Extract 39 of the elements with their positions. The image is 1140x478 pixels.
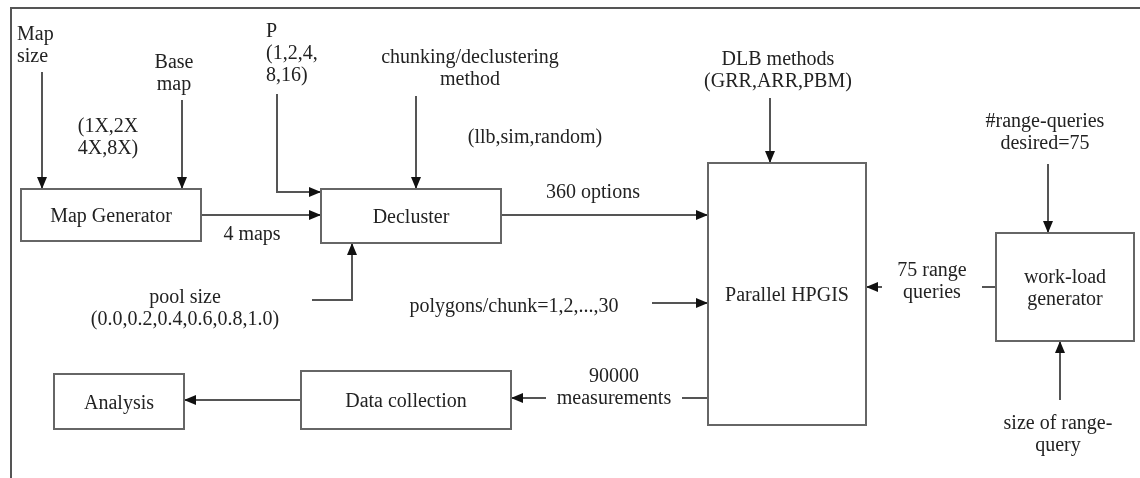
arrow bbox=[1043, 163, 1053, 233]
process-box bbox=[995, 232, 1135, 342]
input-label: chunking/declustering method bbox=[380, 45, 560, 89]
arrow bbox=[201, 210, 321, 220]
input-label: Base map bbox=[153, 50, 195, 94]
arrow bbox=[184, 395, 301, 405]
arrow bbox=[311, 243, 357, 301]
arrow bbox=[765, 97, 775, 163]
arrow bbox=[1055, 341, 1065, 401]
arrow bbox=[501, 210, 708, 220]
value-range-label: (llb,sim,random) bbox=[466, 125, 604, 147]
box-label: Parallel HPGIS bbox=[725, 283, 849, 305]
arrow bbox=[651, 298, 708, 308]
box-label: work-load generator bbox=[1022, 265, 1108, 309]
box-label: Decluster bbox=[372, 205, 450, 227]
input-label: (1,2,4, 8,16) bbox=[266, 41, 319, 85]
arrow bbox=[177, 99, 187, 189]
box-label: Data collection bbox=[345, 389, 467, 411]
edge-label: 4 maps bbox=[222, 222, 282, 244]
input-label: size of range-query bbox=[1002, 411, 1114, 455]
input-label: polygons/chunk=1,2,...,30 bbox=[409, 294, 619, 316]
process-box bbox=[320, 188, 502, 244]
process-box bbox=[53, 373, 185, 430]
arrow bbox=[276, 93, 321, 197]
process-box bbox=[707, 162, 867, 426]
process-box bbox=[20, 188, 202, 242]
input-label: (0.0,0.2,0.4,0.6,0.8,1.0) bbox=[90, 307, 280, 329]
input-label: P bbox=[266, 19, 278, 41]
edge-label: 360 options bbox=[545, 180, 641, 202]
input-label: #range-queries desired=75 bbox=[984, 109, 1106, 153]
arrow bbox=[37, 71, 47, 189]
process-box bbox=[300, 370, 512, 430]
value-range-label: (1X,2X 4X,8X) bbox=[76, 114, 140, 158]
arrow bbox=[411, 95, 421, 189]
box-label: Map Generator bbox=[50, 204, 172, 226]
input-label: Map size bbox=[17, 22, 55, 66]
input-label: DLB methods (GRR,ARR,PBM) bbox=[703, 47, 853, 91]
box-label: Analysis bbox=[84, 390, 154, 413]
input-label: pool size bbox=[149, 285, 221, 307]
